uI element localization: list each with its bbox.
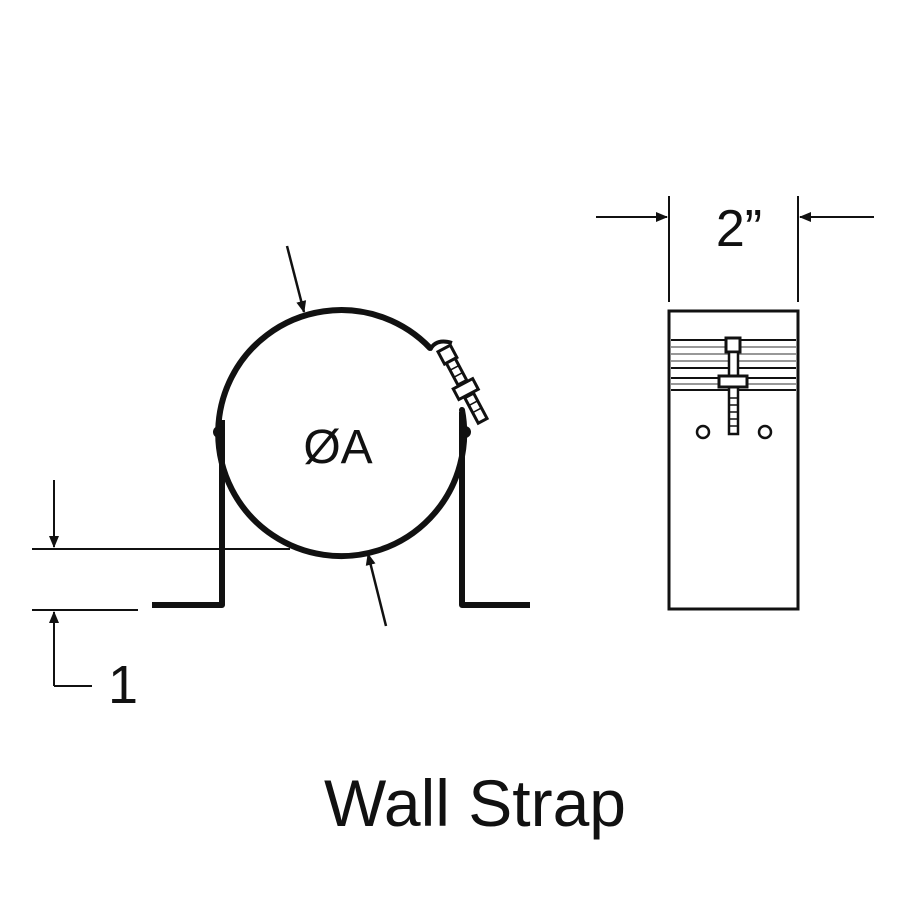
front-view: ØA: [152, 245, 530, 627]
strap-band: [215, 307, 468, 560]
offset-label: 1: [108, 655, 138, 715]
diameter-arrow-bottom: [365, 553, 388, 627]
right-rivet: [459, 426, 471, 438]
width-label: 2”: [716, 200, 762, 258]
diameter-label: ØA: [303, 421, 372, 474]
diameter-arrow-top: [285, 245, 307, 313]
bolt-assembly: [428, 339, 490, 426]
mounting-hole-right: [757, 424, 773, 440]
side-view: 2”: [596, 196, 874, 611]
diagram-title: Wall Strap: [324, 766, 626, 840]
left-leg: [152, 420, 225, 608]
width-dimension: 2”: [596, 196, 874, 302]
offset-dimension: 1: [32, 480, 290, 715]
mounting-hole-left: [695, 424, 711, 440]
right-leg: [459, 412, 530, 608]
left-rivet: [213, 426, 225, 438]
side-bolt: [717, 336, 749, 436]
